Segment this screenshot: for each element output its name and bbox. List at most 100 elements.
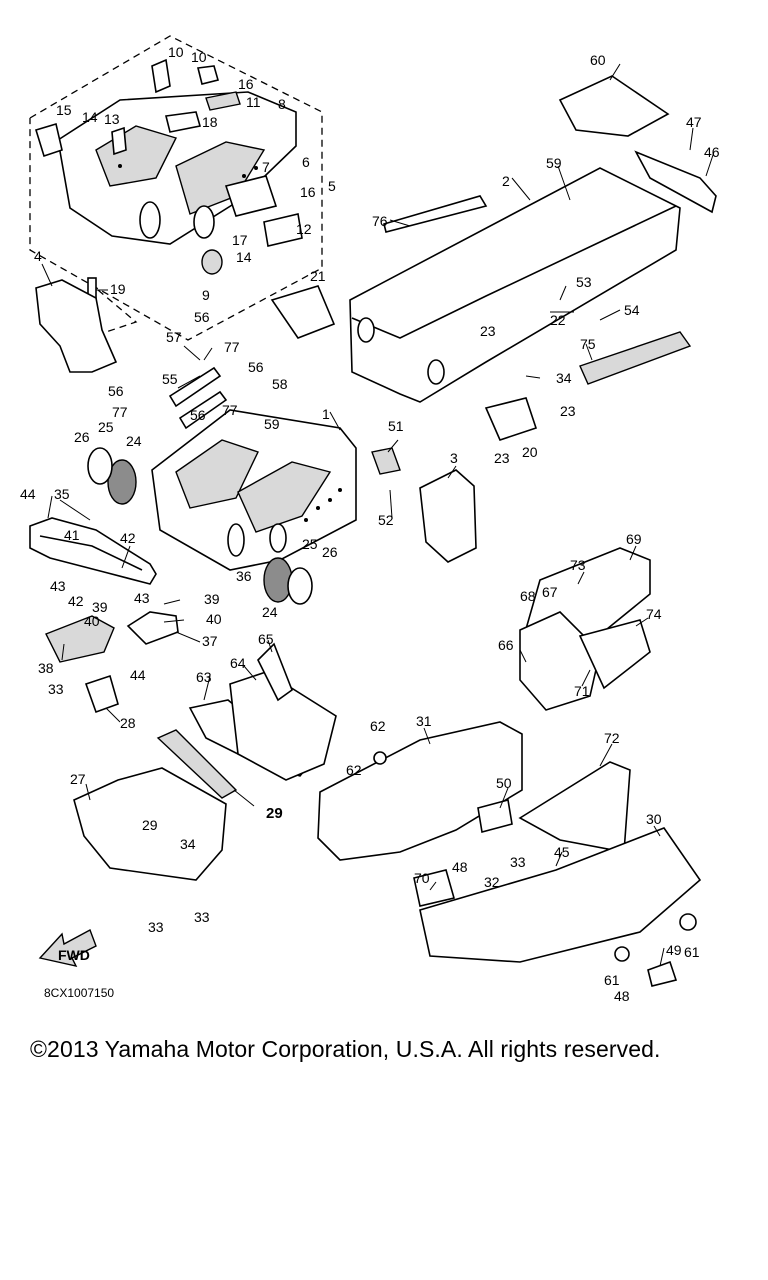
bracket-part-28 <box>84 674 119 714</box>
callout-7: 7 <box>262 159 270 175</box>
callout-38: 38 <box>38 660 54 676</box>
callout-56: 56 <box>190 407 206 423</box>
callout-34: 34 <box>556 370 572 386</box>
leader-lines <box>41 63 715 967</box>
callout-33: 33 <box>148 919 164 935</box>
panel-part-65 <box>257 642 293 702</box>
callout-8: 8 <box>278 96 286 112</box>
bracket-part-46 <box>634 150 717 214</box>
callout-2: 2 <box>502 173 510 189</box>
callout-22: 22 <box>550 312 566 328</box>
callout-34: 34 <box>180 836 196 852</box>
callout-36: 36 <box>236 568 252 584</box>
callout-23: 23 <box>560 403 576 419</box>
bracket-part-20 <box>484 397 538 441</box>
callout-14: 14 <box>82 109 98 125</box>
callout-47: 47 <box>686 114 702 130</box>
callout-58: 58 <box>272 376 288 392</box>
callout-43: 43 <box>134 590 150 606</box>
callout-69: 69 <box>626 531 642 547</box>
callout-4: 4 <box>34 248 42 264</box>
callout-32: 32 <box>484 874 500 890</box>
callout-13: 13 <box>104 111 120 127</box>
callout-65: 65 <box>258 631 274 647</box>
callout-46: 46 <box>704 144 720 160</box>
callout-67: 67 <box>542 584 558 600</box>
callout-75: 75 <box>580 336 596 352</box>
callout-42: 42 <box>68 593 84 609</box>
bracket-part-50 <box>477 799 513 833</box>
cap-part-61-left <box>614 946 630 962</box>
callout-25: 25 <box>98 419 114 435</box>
callout-33: 33 <box>48 681 64 697</box>
callout-3: 3 <box>450 450 458 466</box>
callout-42: 42 <box>120 530 136 546</box>
callout-56: 56 <box>248 359 264 375</box>
callout-10: 10 <box>191 49 207 65</box>
bracket-part-21 <box>270 285 336 339</box>
ring-part-25-left <box>87 447 113 485</box>
callout-54: 54 <box>624 302 640 318</box>
callout-30: 30 <box>646 811 662 827</box>
callout-77: 77 <box>112 404 128 420</box>
brace-bar-part-55b <box>178 390 228 430</box>
callout-24: 24 <box>126 433 142 449</box>
callout-61: 61 <box>684 944 700 960</box>
callout-37: 37 <box>202 633 218 649</box>
callout-73: 73 <box>570 557 586 573</box>
fwd-label: FWD <box>58 947 90 963</box>
callout-21: 21 <box>310 268 326 284</box>
callout-28: 28 <box>120 715 136 731</box>
callout-40: 40 <box>206 611 222 627</box>
callout-76: 76 <box>372 213 388 229</box>
lower-cowl-part-27 <box>73 767 227 881</box>
lower-shell-part-30 <box>419 827 702 963</box>
drawing-code: 8CX1007150 <box>44 986 115 1000</box>
callout-6: 6 <box>302 154 310 170</box>
callout-64: 64 <box>230 655 246 671</box>
step-pad-part-29 <box>156 729 238 799</box>
parts-exploded-diagram: FWD <box>20 35 720 1004</box>
forward-arrow-icon: FWD <box>38 929 97 968</box>
callout-33: 33 <box>510 854 526 870</box>
callout-52: 52 <box>378 512 394 528</box>
callout-41: 41 <box>64 527 80 543</box>
callout-71: 71 <box>574 683 590 699</box>
callout-72: 72 <box>604 730 620 746</box>
plate-part-51 <box>371 447 401 475</box>
grommet-part-62 <box>373 751 387 765</box>
bracket-part-70 <box>413 869 455 907</box>
callout-10: 10 <box>168 44 184 60</box>
boot-part-24-right <box>263 557 293 603</box>
callout-70: 70 <box>414 870 430 886</box>
callout-16: 16 <box>238 76 254 92</box>
callout-77: 77 <box>222 402 238 418</box>
copyright-notice: ©2013 Yamaha Motor Corporation, U.S.A. A… <box>30 1036 661 1062</box>
callout-12: 12 <box>296 221 312 237</box>
callout-26: 26 <box>322 544 338 560</box>
callout-26: 26 <box>74 429 90 445</box>
callout-23: 23 <box>494 450 510 466</box>
main-frame-part-1 <box>151 409 357 571</box>
callout-33: 33 <box>194 909 210 925</box>
step-part-37 <box>126 611 179 645</box>
front-bracket-part-4 <box>35 279 118 373</box>
callout-53: 53 <box>576 274 592 290</box>
callout-66: 66 <box>498 637 514 653</box>
callout-49: 49 <box>666 942 682 958</box>
callout-63: 63 <box>196 669 212 685</box>
callout-55: 55 <box>162 371 178 387</box>
callout-44: 44 <box>130 667 146 683</box>
callout-14: 14 <box>236 249 252 265</box>
callout-74: 74 <box>646 606 662 622</box>
callout-48: 48 <box>614 988 630 1004</box>
callout-44: 44 <box>20 486 36 502</box>
callout-77: 77 <box>224 339 240 355</box>
callout-16: 16 <box>300 184 316 200</box>
tunnel-part-2 <box>349 167 681 403</box>
callout-51: 51 <box>388 418 404 434</box>
callout-62: 62 <box>346 762 362 778</box>
small-brackets-parts-10-18 <box>34 58 303 309</box>
callout-68: 68 <box>520 588 536 604</box>
callout-20: 20 <box>522 444 538 460</box>
